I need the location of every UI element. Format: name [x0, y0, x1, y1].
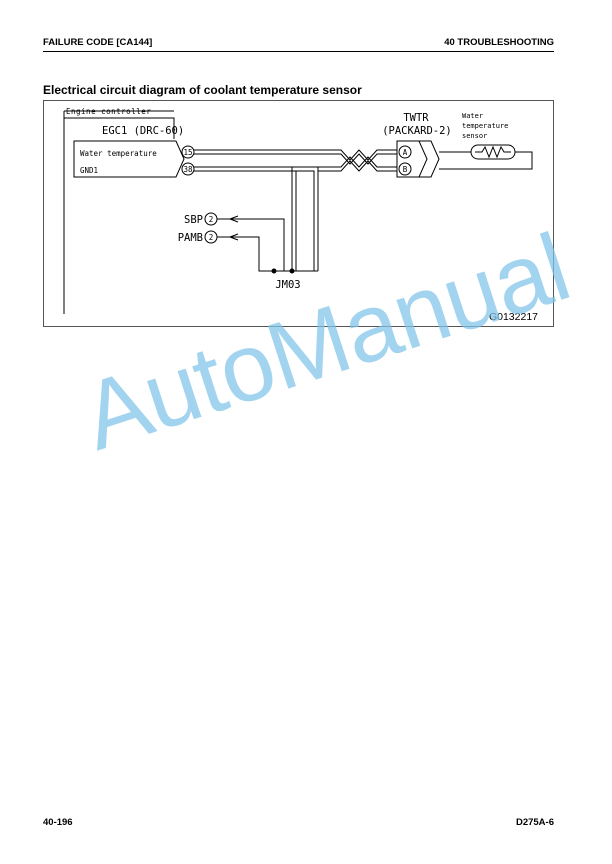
twtr-connector-type: (PACKARD-2) [382, 125, 452, 137]
junction-label-jm03: JM03 [275, 279, 300, 291]
engine-controller-label: Engine controller [66, 107, 151, 116]
page-number: 40-196 [43, 817, 73, 828]
twtr-connector-name: TWTR [403, 112, 429, 124]
header-divider [43, 51, 554, 52]
sensor-label-line1: Water [462, 112, 483, 120]
junction-dot-right [289, 268, 295, 274]
wire-sbp-branch [230, 236, 292, 272]
pin-b-circle [398, 162, 412, 176]
pin-38-circle [181, 162, 195, 176]
sensor-label-line3: sensor [462, 132, 487, 140]
pin-b-label: B [403, 165, 408, 174]
model-code: D275A-6 [515, 817, 554, 828]
branch-label-pamb: PAMB [178, 232, 203, 244]
resistor-icon [475, 145, 511, 159]
figure-code: G0132217 [489, 311, 538, 323]
pin-38-label: 38 [183, 165, 193, 174]
sensor-label-line2: temperature [462, 122, 508, 130]
header-section: 40 TROUBLESHOOTING [444, 37, 554, 48]
wire-to-sensor-b [439, 151, 533, 170]
wire-gnd-branch-inner [194, 170, 315, 271]
pin-15-label: 15 [183, 148, 192, 157]
twtr-connector-body [396, 140, 428, 178]
page-title: Electrical circuit diagram of coolant te… [43, 83, 362, 97]
branch-label-sbp: SBP [184, 214, 203, 226]
wire-signal [194, 149, 397, 161]
pamb-pin-label: 2 [209, 233, 214, 242]
pin-15-circle [181, 145, 195, 159]
egc1-connector-label: EGC1 (DRC-60) [102, 125, 184, 137]
pin-a-circle [398, 145, 412, 159]
controller-inner-box [73, 140, 185, 178]
wire-signal-pair [194, 153, 397, 165]
signal-gnd1: GND1 [80, 166, 98, 175]
engine-controller-outline [63, 110, 174, 314]
circuit-diagram: Engine controller EGC1 (DRC-60) Water te… [63, 107, 538, 323]
circuit-diagram-frame: Engine controller EGC1 (DRC-60) Water te… [43, 100, 554, 327]
junction-dot-left [271, 268, 277, 274]
signal-water-temperature: Water temperature [80, 149, 157, 158]
sbp-pin-label: 2 [209, 215, 214, 224]
pin-a-label: A [403, 148, 408, 157]
header-failure-code: FAILURE CODE [CA144] [43, 37, 153, 48]
